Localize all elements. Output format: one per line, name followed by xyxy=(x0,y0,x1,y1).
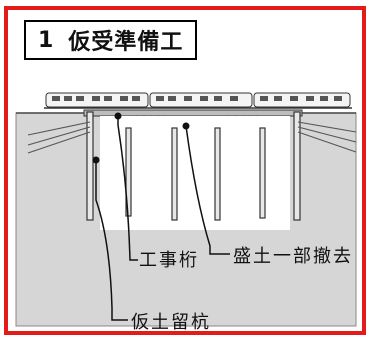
step-title: 1 仮受準備工 xyxy=(24,20,197,60)
retaining-pile-label: 仮土留杭 xyxy=(131,312,211,333)
pile-leader xyxy=(95,160,128,321)
excavated-area xyxy=(100,116,290,230)
train xyxy=(44,92,352,109)
embankment-removal-label: 盛土一部撤去 xyxy=(233,246,353,267)
step-title-text: 仮受準備工 xyxy=(68,30,184,55)
piers xyxy=(86,111,301,221)
ground-anchors xyxy=(27,121,357,154)
girder-leader xyxy=(117,116,138,261)
embankment-leader-dot xyxy=(182,122,190,130)
girder-leader-dot xyxy=(114,112,122,120)
pile-leader-dot xyxy=(92,156,100,164)
step-number: 1 xyxy=(38,27,55,53)
girder-label: 工事桁 xyxy=(139,250,199,271)
embankment-leader xyxy=(185,125,230,255)
